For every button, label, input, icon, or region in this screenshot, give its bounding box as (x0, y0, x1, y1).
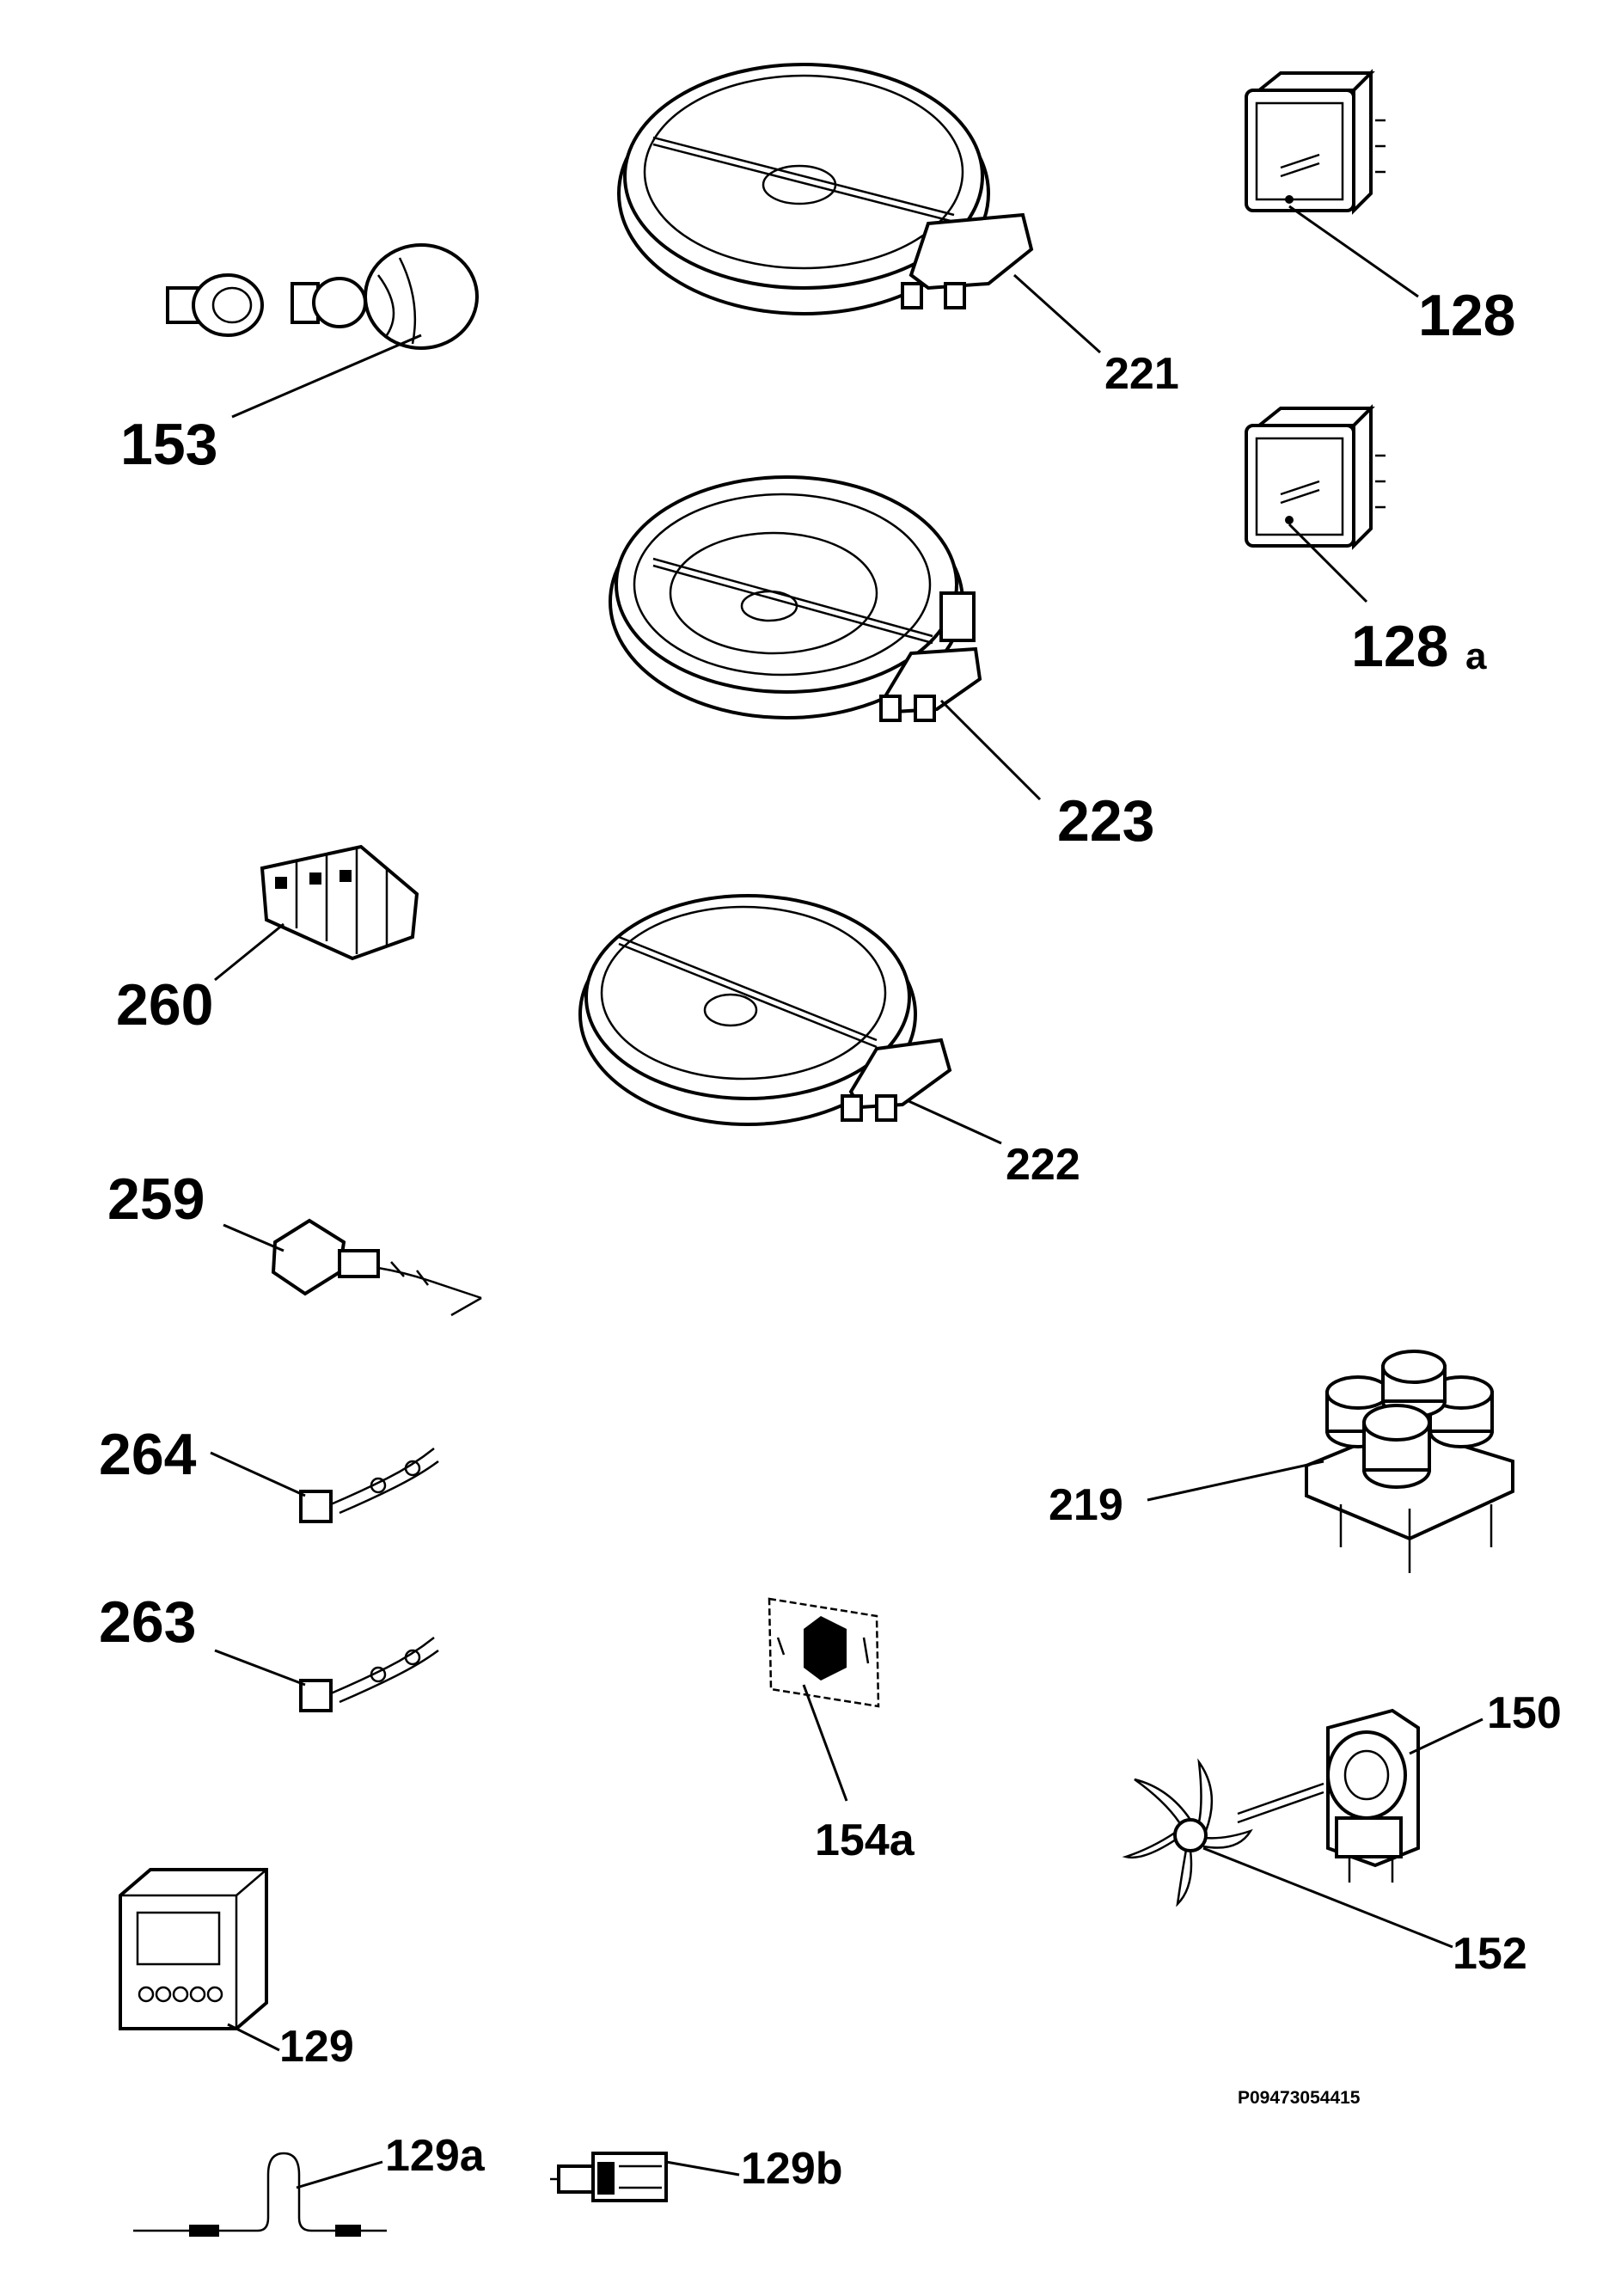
part-128-relay (1245, 69, 1386, 215)
part-219-capacitor-block (1305, 1350, 1514, 1573)
label-263: 263 (99, 1589, 196, 1655)
leader-128a (1288, 523, 1368, 603)
leader-128 (1288, 205, 1419, 298)
label-150: 150 (1487, 1688, 1562, 1738)
leader-150 (1409, 1717, 1483, 1755)
leader-222 (906, 1099, 1002, 1145)
label-129b: 129b (741, 2144, 843, 2194)
part-129b-connector (550, 2152, 668, 2202)
label-222: 222 (1006, 1140, 1080, 1190)
leader-259 (223, 1223, 284, 1252)
part-223-dual-heating-element (609, 475, 982, 722)
leader-154a (802, 1684, 848, 1802)
part-260-selector-switch (260, 844, 419, 961)
part-222-heating-element (578, 894, 952, 1126)
leader-129b (665, 2160, 740, 2177)
part-259-thermostat (271, 1218, 482, 1317)
leader-153 (231, 334, 422, 419)
label-129a: 129a (385, 2131, 486, 2181)
label-153: 153 (120, 412, 217, 477)
label-219: 219 (1049, 1480, 1123, 1530)
leader-260 (214, 922, 284, 982)
part-128a-relay (1245, 404, 1386, 550)
part-154a-control-card (768, 1597, 880, 1708)
part-150-fan-motor (1237, 1708, 1420, 1883)
leader-263 (214, 1649, 306, 1687)
label-129: 129 (279, 2022, 354, 2072)
label-264: 264 (99, 1422, 197, 1487)
leader-129 (227, 2023, 280, 2052)
leader-152 (1202, 1846, 1453, 1949)
label-154a: 154a (815, 1815, 915, 1865)
label-260: 260 (116, 972, 213, 1038)
label-128a: 128 (1351, 614, 1448, 679)
part-263-sensor (299, 1637, 439, 1712)
part-153-oven-lamp (166, 243, 479, 350)
leader-221 (1012, 273, 1102, 354)
part-129a-wire-harness (133, 2152, 387, 2237)
leader-223 (939, 699, 1042, 801)
label-152: 152 (1453, 1929, 1527, 1979)
label-128a-suffix: a (1465, 635, 1487, 677)
drawing-code: P09473054415 (1238, 2088, 1361, 2108)
label-259: 259 (107, 1166, 205, 1232)
label-223: 223 (1057, 788, 1154, 854)
leader-219 (1147, 1460, 1324, 1502)
part-152-fan-blade (1122, 1758, 1253, 1907)
part-264-sensor (299, 1448, 439, 1523)
part-221-heating-element (617, 63, 1034, 315)
leader-129a (296, 2160, 383, 2189)
leader-264 (210, 1451, 306, 1497)
label-128: 128 (1418, 283, 1515, 348)
label-221: 221 (1104, 349, 1179, 399)
part-129-timer-module (119, 1868, 268, 2030)
